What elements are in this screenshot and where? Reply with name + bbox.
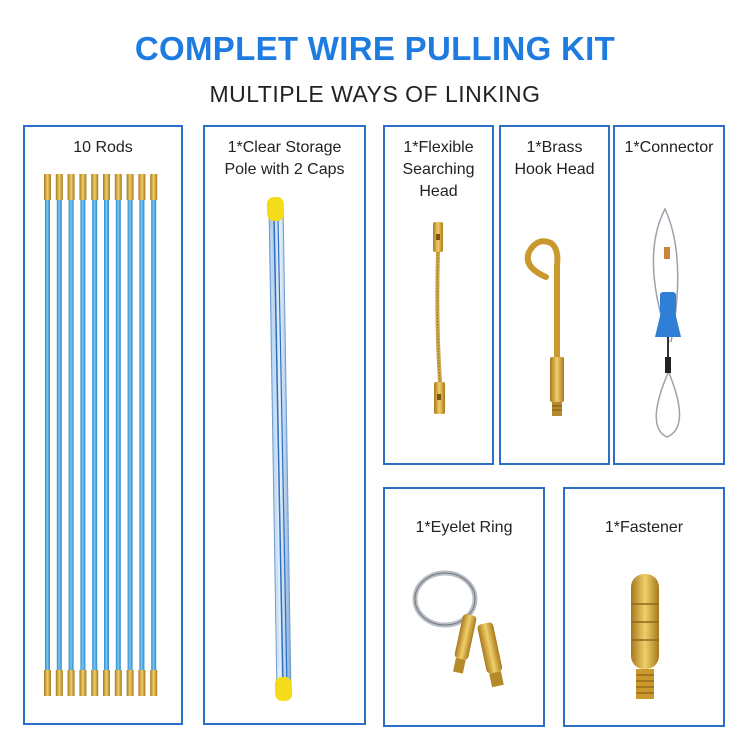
rod [79, 174, 87, 696]
page-subtitle: MULTIPLE WAYS OF LINKING [209, 81, 541, 107]
rod [44, 174, 51, 696]
panel-fastener: 1*Fastener [563, 487, 725, 727]
rod [138, 174, 146, 696]
storage-pole-bottom-cap [274, 676, 293, 702]
rod [126, 174, 134, 696]
rod [67, 174, 75, 696]
eyelet-ring-label: 1*Eyelet Ring [415, 519, 513, 536]
rod [55, 174, 63, 696]
rods-label: 10 Rods [73, 139, 133, 156]
panel-connector: 1*Connector [613, 125, 725, 465]
hook-shape [524, 238, 561, 365]
eyelet-fitting-1 [454, 614, 477, 660]
fastener-label: 1*Fastener [604, 519, 684, 536]
searching-head-spring [435, 251, 442, 383]
hook-head-image [524, 238, 564, 416]
connector-bottom-loop [655, 372, 681, 438]
storage-pole-tube [268, 202, 292, 698]
connector-top-loop [652, 207, 679, 343]
rod [91, 174, 99, 696]
rod [114, 174, 122, 696]
panel-hook-head: 1*Brass Hook Head [499, 125, 610, 465]
searching-head-label: 1*Flexible Searching Head [402, 139, 475, 200]
storage-pole-top-cap [266, 196, 285, 222]
storage-pole-label: 1*Clear Storage Pole with 2 Caps [224, 139, 345, 178]
panel-storage-pole: 1*Clear Storage Pole with 2 Caps [203, 125, 366, 725]
fastener-thread [636, 669, 654, 699]
connector-label: 1*Connector [624, 139, 714, 156]
rod [150, 174, 158, 696]
fastener-image [631, 574, 659, 699]
eyelet-fitting-2 [477, 622, 503, 674]
hook-fitting [550, 357, 564, 402]
eyelet-ring-image [412, 570, 504, 688]
storage-pole-image [266, 196, 293, 702]
panel-searching-head: 1*Flexible Searching Head [383, 125, 494, 465]
page-title: COMPLET WIRE PULLING KIT [134, 30, 616, 67]
rods-image [44, 174, 158, 696]
searching-head-image [433, 222, 445, 414]
connector-image [652, 207, 681, 438]
rod [103, 174, 110, 696]
panel-rods: 10 Rods [23, 125, 183, 725]
hook-head-label: 1*Brass Hook Head [514, 139, 595, 178]
connector-blue-cone [655, 312, 681, 337]
panel-eyelet-ring: 1*Eyelet Ring [383, 487, 545, 727]
